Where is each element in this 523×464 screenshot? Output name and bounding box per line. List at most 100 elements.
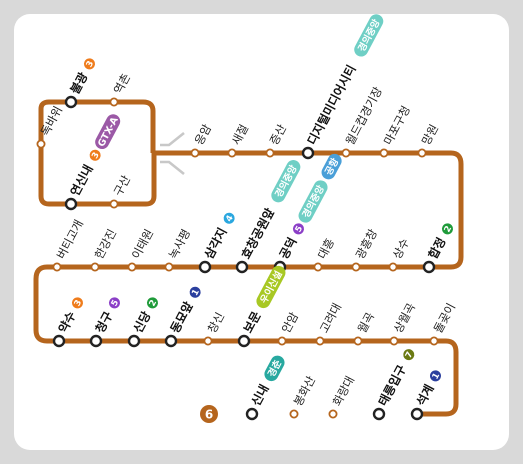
station-marker [227,148,237,158]
station-beotigogae[interactable]: 버티고개 [52,217,86,272]
transfer-station-marker [237,334,251,348]
station-name: 합정 [425,235,449,262]
line-number: 2 [148,298,160,308]
station-name: 마포구청 [381,103,413,147]
station-label-group: 월곡 [355,310,377,335]
loop-direction-arrows [160,131,185,176]
loop-arrow-lower-icon [160,160,185,176]
station-label-group: 구산 [111,173,133,199]
station-hwarangdae[interactable]: 화랑대 [328,374,357,419]
station-hangangjin[interactable]: 한강진 [90,227,119,272]
station-marker [127,262,137,272]
line-number: 5 [110,298,122,308]
station-marker [109,97,119,107]
station-label-group: 증산 [267,122,289,148]
line-number: 3 [85,59,97,69]
gyeongui-badge [298,180,328,223]
transfer-station-marker [245,407,259,421]
station-marker [417,148,427,158]
station-marker [315,336,325,346]
line-3-transfer-icon [83,58,95,70]
station-marker [313,262,323,272]
station-label-group: 대흥 [315,236,337,261]
station-label-group: 상월곡 [391,301,418,336]
station-name: 월드컵경기장 [343,84,385,147]
station-name: 구산 [111,173,133,199]
line-3-transfer-icon [71,297,83,309]
station-marker [379,148,389,158]
line-1-transfer-icon [189,286,201,298]
line-number: 2 [443,224,455,234]
transfer-station-marker [127,334,141,348]
transfer-station-marker [52,334,66,348]
gtx-a-badge [95,114,121,150]
station-marker [389,336,399,346]
station-marker [203,336,213,346]
station-label-group: 청구5 [92,297,122,335]
station-name: 증산 [267,122,289,148]
station-yaksu[interactable]: 약수3 [52,294,86,348]
line-number: 3 [90,151,102,161]
station-label-group: 합정2 [425,223,455,262]
station-cheonggu[interactable]: 청구5 [89,294,123,348]
station-marker [90,262,100,272]
station-mapogu[interactable]: 마포구청 [379,103,413,158]
station-label-group: 월드컵경기장 [343,84,385,147]
station-name: 불광 [67,70,91,97]
station-name: 창신 [205,310,227,335]
station-sangwolgok[interactable]: 상월곡 [389,301,418,346]
line-2-transfer-icon [441,223,453,235]
transfer-station-marker [198,260,212,274]
station-label-group: 새절 [229,122,251,147]
station-label-group: 돌곶이 [431,301,458,336]
station-label-group: 고려대 [317,301,344,336]
station-name: 버티고개 [54,217,86,261]
station-marker [277,336,287,346]
station-name: 상월곡 [391,301,418,336]
station-bonghwasan[interactable]: 봉화산 [289,373,318,419]
station-name: 태릉입구 [375,362,409,408]
transfer-station-marker [422,260,436,274]
station-marker [109,199,119,209]
station-marker [265,148,275,158]
line-6-track [33,99,464,417]
station-sindang[interactable]: 신당2 [127,294,161,348]
station-label-group: 녹사평 [166,227,193,262]
station-worldcup[interactable]: 월드컵경기장 [341,84,385,158]
station-dolgoji[interactable]: 돌곶이 [429,301,458,346]
station-marker [190,148,200,158]
station-name: 녹사평 [166,227,193,262]
station-bulgwang[interactable]: 불광3 [64,55,98,109]
station-seokgye[interactable]: 석계1 [410,367,444,421]
station-itaewon[interactable]: 이태원 [127,227,156,272]
station-noksapyeong[interactable]: 녹사평 [164,227,193,272]
station-name: 안암 [279,310,301,336]
line-number: 7 [404,350,416,360]
station-name: 신내 [248,382,272,409]
station-hapjeong[interactable]: 합정2 [422,220,456,274]
station-label-group: 불광3 [67,58,97,97]
station-name: 신당 [130,309,154,336]
station-koreauniv[interactable]: 고려대 [315,301,344,346]
station-name: 공덕 [276,235,300,262]
station-label-group: 이태원 [129,227,156,262]
station-label-group: 신당2 [130,297,160,336]
station-name: 연신내 [67,162,96,198]
transfer-station-marker [164,334,178,348]
station-label-group: 화랑대 [330,374,357,409]
station-gwangheungchang[interactable]: 광흥창 [351,226,380,272]
line-number: 5 [294,224,306,234]
station-marker [36,139,46,149]
gyeongui-badge [354,14,384,57]
station-taereung[interactable]: 태릉입구 7 [372,346,418,421]
line-number: 4 [224,214,236,224]
station-name: 효창공원앞 [238,206,277,262]
station-label-group: 버티고개 [54,217,86,261]
gyeongui-badge [271,160,301,203]
